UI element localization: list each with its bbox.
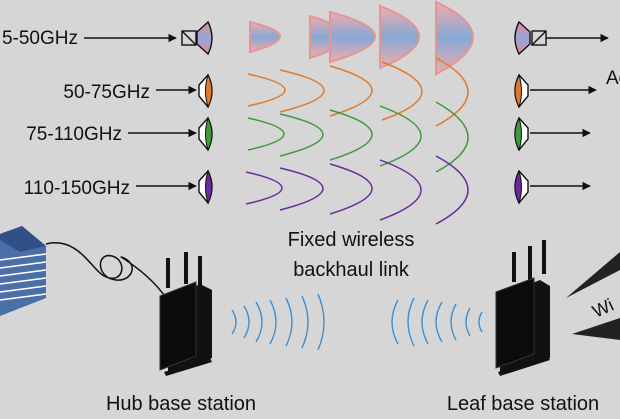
- wavefront-75-110-4: [379, 105, 422, 167]
- wavefronts-75-110ghz: [247, 101, 469, 173]
- wavefront-110-150-2: [279, 167, 324, 211]
- wavefront-75-110-5: [435, 101, 469, 173]
- wavefronts-5-50ghz: [249, 0, 474, 76]
- horn-antenna-icon-right-50-75: [514, 73, 529, 109]
- wavefronts-110-150ghz: [245, 155, 469, 225]
- wavefront-5-50-3: [329, 10, 376, 64]
- hub-base-station-icon: [159, 252, 212, 376]
- horn-antenna-icon-left-75-110: [198, 116, 213, 152]
- wavefront-50-75-4: [381, 61, 423, 121]
- horn-antenna-icon-left-110-150: [198, 169, 213, 205]
- wavefront-110-150-4: [379, 159, 422, 221]
- leaf-station-label: Leaf base station: [447, 393, 599, 414]
- leaf-base-station-icon: [495, 240, 550, 376]
- wavefront-5-50-5: [435, 0, 474, 76]
- horn-antenna-icon-right-75-110: [514, 116, 529, 152]
- horn-antenna-icon-right-5-50: [514, 20, 531, 56]
- hub-station-label: Hub base station: [106, 393, 256, 414]
- wavefront-50-75-3: [329, 65, 373, 117]
- wavefront-75-110-3: [329, 109, 373, 161]
- hub-signal-waves: [231, 293, 325, 351]
- horn-antenna-icon-right-110-150: [514, 169, 529, 205]
- band-label-50-75ghz: 50-75GHz: [63, 82, 150, 103]
- fiber-cable: [45, 242, 171, 305]
- wavefront-75-110-2: [279, 113, 324, 157]
- wavefront-50-75-1: [247, 73, 286, 107]
- wavefront-5-50-1: [249, 20, 281, 54]
- wavefront-5-50-4: [379, 4, 420, 70]
- far-right-beam-wedge: [566, 252, 620, 298]
- wavefront-110-150-1: [245, 171, 283, 205]
- server-rack-icon: [0, 226, 47, 316]
- wavefront-75-110-1: [247, 117, 285, 151]
- band-label-110-150ghz: 110-150GHz: [24, 178, 130, 199]
- band-label-5-50ghz: 5-50GHz: [2, 28, 78, 49]
- right-partial-label: Ag: [606, 68, 620, 89]
- mixer-icon-right: [531, 30, 547, 46]
- band-label-75-110ghz: 75-110GHz: [26, 124, 122, 145]
- wavefront-110-150-3: [329, 163, 373, 215]
- leaf-signal-waves: [391, 297, 483, 347]
- far-right-beam-wedge-lower: [572, 318, 620, 340]
- backhaul-label-line-2: backhaul link: [293, 259, 410, 281]
- horn-antenna-icon-left-5-50: [196, 20, 213, 56]
- horn-antenna-icon-left-50-75: [198, 73, 213, 109]
- mixer-icon-left: [181, 30, 197, 46]
- wavefront-50-75-5: [435, 57, 469, 127]
- backhaul-label-line-1: Fixed wireless: [288, 229, 415, 251]
- wavefront-50-75-2: [279, 69, 325, 113]
- wavefront-110-150-5: [435, 155, 469, 225]
- far-right-partial-label: Wi: [589, 295, 616, 322]
